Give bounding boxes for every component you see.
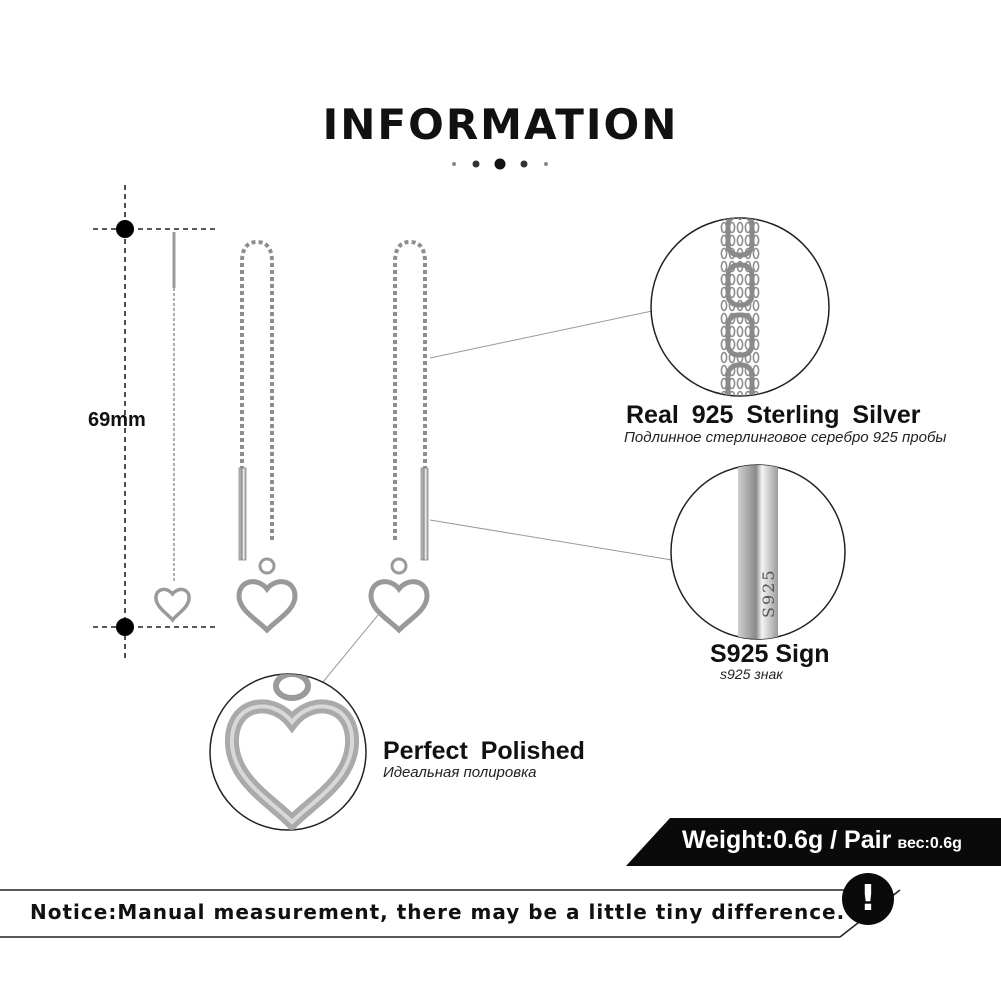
zoom-heart-detail bbox=[209, 673, 367, 831]
earring-front-view-right bbox=[368, 239, 430, 634]
feature-sign-subtitle: s925 знак bbox=[720, 666, 783, 682]
page-title: INFORMATION bbox=[322, 100, 679, 149]
notice-text: Notice:Manual measurement, there may be … bbox=[30, 900, 846, 924]
feature-polished-subtitle: Идеальная полировка bbox=[383, 764, 537, 781]
earring-front-view-left bbox=[236, 239, 298, 634]
dimension-guide bbox=[93, 185, 218, 660]
exclamation-icon: ! bbox=[842, 873, 894, 925]
s925-engraving: S925 bbox=[759, 569, 778, 619]
weight-sub-label: вес:0.6g bbox=[897, 835, 962, 852]
zoom-chain-detail bbox=[650, 217, 830, 397]
weight-value: Weight:0.6g / Pair bbox=[682, 826, 892, 854]
dimension-label: 69mm bbox=[88, 409, 146, 431]
feature-silver-subtitle: Подлинное стерлинговое серебро 925 пробы bbox=[624, 429, 947, 446]
feature-polished-title: Perfect Polished bbox=[383, 737, 585, 765]
feature-sign-title: S925 Sign bbox=[710, 640, 830, 668]
weight-label: Weight:0.6g / Pair вес:0.6g bbox=[682, 826, 962, 855]
weight-banner bbox=[626, 818, 1001, 866]
earring-side-view bbox=[154, 232, 191, 623]
zoom-s925-detail: S925 bbox=[670, 464, 846, 640]
feature-silver-title: Real 925 Sterling Silver bbox=[626, 401, 921, 429]
decorative-dots bbox=[452, 158, 548, 170]
